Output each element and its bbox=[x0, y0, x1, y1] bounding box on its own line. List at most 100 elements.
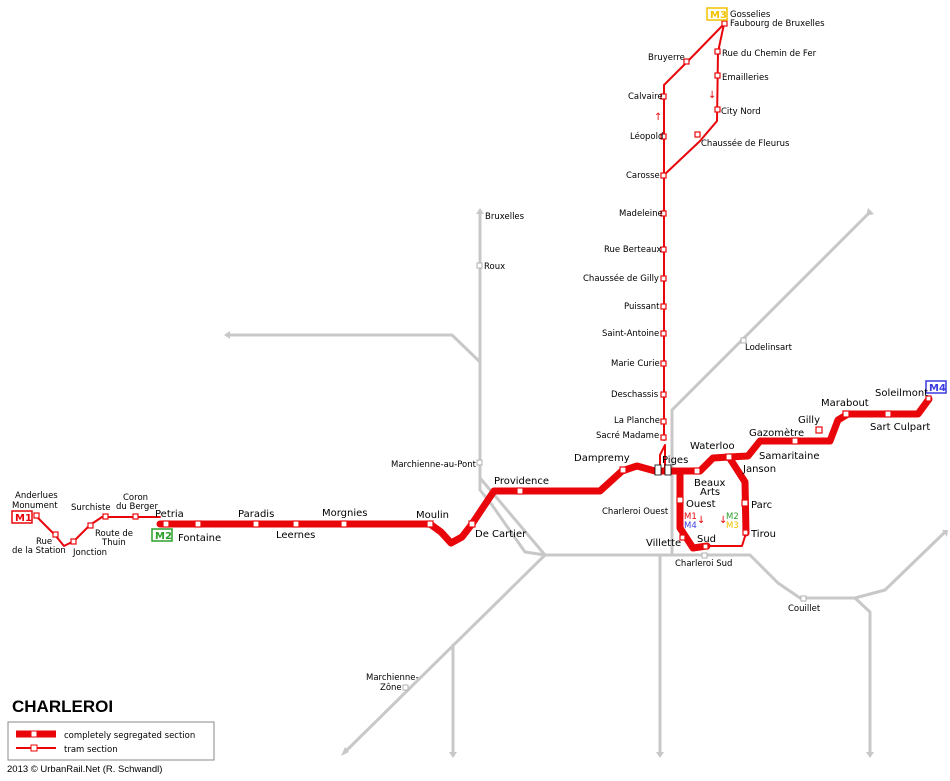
station-label: Morgnies bbox=[322, 508, 368, 519]
station-label: Moulin bbox=[416, 510, 449, 521]
svg-text:M1: M1 bbox=[15, 513, 32, 524]
direction-label-m1: M1 bbox=[684, 512, 697, 522]
station-label: Carosse bbox=[626, 171, 660, 181]
station-label: Paradis bbox=[238, 509, 274, 520]
station-label: Tirou bbox=[750, 529, 776, 540]
station-label: Parc bbox=[751, 500, 772, 511]
station-label: Ouest bbox=[686, 499, 716, 510]
main-segregated-west bbox=[156, 462, 674, 547]
station-marker bbox=[694, 131, 701, 138]
rail-station-marker bbox=[701, 552, 708, 559]
svg-text:M3: M3 bbox=[710, 10, 727, 21]
rail-station-marker bbox=[402, 684, 409, 691]
station-label: Marie Curie bbox=[611, 359, 660, 369]
station-label: Léopold bbox=[630, 131, 663, 142]
metro-lines bbox=[35, 23, 933, 552]
station-marker bbox=[52, 531, 59, 538]
station-label: Janson bbox=[742, 464, 776, 475]
station-label: Jonction bbox=[72, 548, 107, 558]
arrow-icon bbox=[224, 331, 230, 339]
station-marker bbox=[714, 48, 721, 55]
station-label: Fontaine bbox=[178, 533, 221, 544]
station-label: Beaux bbox=[694, 478, 725, 489]
rail-station-label: Roux bbox=[484, 262, 505, 272]
direction-label-m4: M4 bbox=[684, 521, 697, 531]
station-labels: Anderlues Monument Rue de la Station Jon… bbox=[12, 10, 930, 558]
station-label: Waterloo bbox=[690, 441, 735, 452]
up-arrow-icon: ↑ bbox=[654, 112, 662, 123]
station-marker bbox=[252, 520, 260, 528]
arrow-icon bbox=[341, 747, 349, 756]
line-badges: M1 M2 M3 M4 bbox=[11, 7, 947, 542]
station-label: Sud bbox=[697, 534, 716, 545]
legend-segregated-marker bbox=[30, 730, 38, 738]
rail-station-marker bbox=[476, 262, 483, 269]
station-marker bbox=[660, 172, 667, 179]
rail-station-label: Couillet bbox=[788, 604, 821, 614]
station-label: de la Station bbox=[12, 546, 66, 556]
rail-line-zone bbox=[343, 553, 547, 754]
station-label: Chaussée de Gilly bbox=[583, 273, 659, 284]
badge-m1: M1 bbox=[11, 510, 33, 524]
station-label: La Planche bbox=[614, 416, 660, 426]
station-label: Providence bbox=[494, 476, 549, 487]
legend-box bbox=[7, 721, 215, 761]
station-marker bbox=[683, 58, 690, 65]
station-label: Faubourg de Bruxelles bbox=[730, 19, 825, 29]
rail-station-label: Marchienne-au-Pont bbox=[391, 460, 477, 470]
svg-text:M4: M4 bbox=[929, 383, 946, 394]
station-label: Samaritaine bbox=[759, 451, 820, 462]
rail-station-labels: Bruxelles Roux Lodelinsart Marchienne-au… bbox=[366, 212, 821, 693]
rail-station-label: Zône bbox=[380, 682, 402, 693]
station-marker bbox=[714, 106, 721, 113]
station-label: Deschassis bbox=[611, 390, 659, 400]
station-marker bbox=[660, 360, 667, 367]
rail-station-label: Lodelinsart bbox=[745, 343, 793, 353]
legend-segregated-label: completely segregated section bbox=[64, 731, 195, 741]
rail-line-main bbox=[478, 476, 872, 754]
station-label: Rue Berteaux bbox=[604, 245, 662, 255]
direction-label-m2: M2 bbox=[726, 512, 739, 522]
arrow-icon bbox=[866, 752, 874, 758]
station-label: De Cartier bbox=[475, 529, 527, 540]
credit: 2013 © UrbanRail.Net (R. Schwandl) bbox=[7, 764, 162, 775]
station-label: Monument bbox=[12, 501, 58, 511]
down-arrow-icon: ↓ bbox=[697, 515, 705, 526]
station-marker bbox=[660, 303, 667, 310]
legend-tram-marker bbox=[30, 744, 38, 752]
central-tram-link bbox=[706, 532, 747, 547]
legend: completely segregated section tram secti… bbox=[7, 721, 215, 761]
station-marker bbox=[714, 72, 721, 79]
interchange-marker bbox=[664, 464, 672, 476]
station-label: Gilly bbox=[798, 415, 820, 426]
station-label: Arts bbox=[700, 487, 720, 498]
station-marker bbox=[702, 543, 709, 550]
arrow-icon bbox=[942, 530, 948, 537]
station-marker bbox=[660, 275, 667, 282]
arrow-icon bbox=[656, 752, 664, 758]
interchange-marker bbox=[654, 464, 662, 476]
station-label: Coron bbox=[123, 493, 148, 503]
rail-line-west bbox=[226, 333, 482, 364]
station-marker bbox=[660, 210, 667, 217]
station-marker bbox=[619, 466, 627, 474]
station-marker bbox=[660, 330, 667, 337]
down-arrow-icon: ↓ bbox=[719, 515, 727, 526]
arrow-icon bbox=[866, 208, 874, 216]
central-tram-link-2 bbox=[659, 444, 666, 472]
station-label: Marabout bbox=[821, 398, 869, 409]
m4-segregated-east bbox=[725, 395, 933, 461]
rail-station-label: Marchienne- bbox=[366, 673, 419, 683]
station-marker bbox=[660, 246, 667, 253]
station-marker bbox=[340, 520, 348, 528]
down-arrow-icon: ↓ bbox=[708, 90, 716, 101]
station-label: du Berger bbox=[116, 502, 159, 512]
rail-station-marker bbox=[740, 337, 747, 344]
station-label: Sacré Madame bbox=[596, 430, 659, 441]
station-label: Saint-Antoine bbox=[602, 329, 659, 339]
station-label: Gosselies bbox=[730, 10, 771, 20]
station-marker bbox=[660, 434, 667, 441]
station-marker bbox=[741, 499, 749, 507]
station-marker bbox=[468, 520, 476, 528]
station-label: Madeleine bbox=[619, 209, 663, 219]
